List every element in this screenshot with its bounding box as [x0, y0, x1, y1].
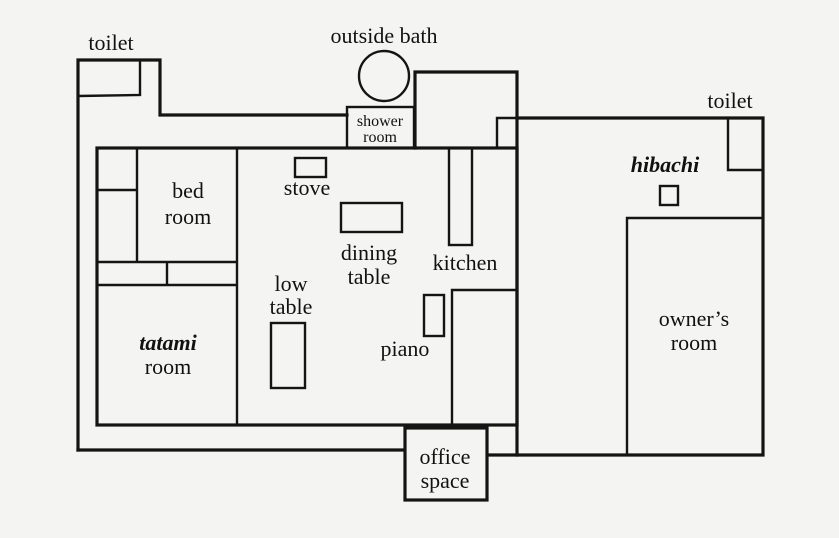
stove-label: stove — [284, 175, 330, 200]
outer-left-corridor-wall — [76, 58, 349, 452]
shower-label-2: room — [363, 129, 397, 146]
office-label-1: office — [420, 444, 471, 469]
owners-room-label-2: room — [671, 330, 717, 355]
toilet-right-area — [726, 118, 763, 172]
step — [495, 116, 517, 148]
bed-room-label-2: room — [165, 204, 211, 229]
interior-walls — [97, 148, 763, 455]
dining-label-1: dining — [341, 240, 397, 265]
shower-label-1: shower — [357, 113, 404, 130]
outside-bath-tub — [357, 49, 411, 103]
dining-label-2: table — [348, 264, 391, 289]
toilet-left-label: toilet — [88, 30, 133, 55]
toilet-left-area — [77, 60, 142, 98]
bed-room-label-1: bed — [172, 178, 204, 203]
walls — [76, 58, 765, 457]
low-table-label-1: low — [275, 271, 308, 296]
low-table-label-2: table — [270, 294, 313, 319]
low-table-box — [269, 321, 307, 390]
stove-box — [293, 156, 328, 179]
kitchen-label: kitchen — [433, 250, 498, 275]
toilet-right-label: toilet — [707, 88, 752, 113]
piano-label: piano — [381, 336, 430, 361]
office-space-box — [403, 426, 489, 502]
hibachi-box — [658, 184, 680, 207]
office-label-2: space — [421, 468, 470, 493]
shower-room-box — [345, 105, 416, 150]
outside-bath-label: outside bath — [331, 23, 438, 48]
tatami-label-2: room — [145, 354, 191, 379]
kitchen-counter — [447, 146, 474, 247]
hibachi-label: hibachi — [631, 152, 700, 177]
owners-room-label-1: owner’s — [659, 306, 729, 331]
piano-box — [422, 293, 446, 338]
tatami-label-1: tatami — [139, 330, 197, 355]
dining-table-box — [339, 201, 404, 234]
